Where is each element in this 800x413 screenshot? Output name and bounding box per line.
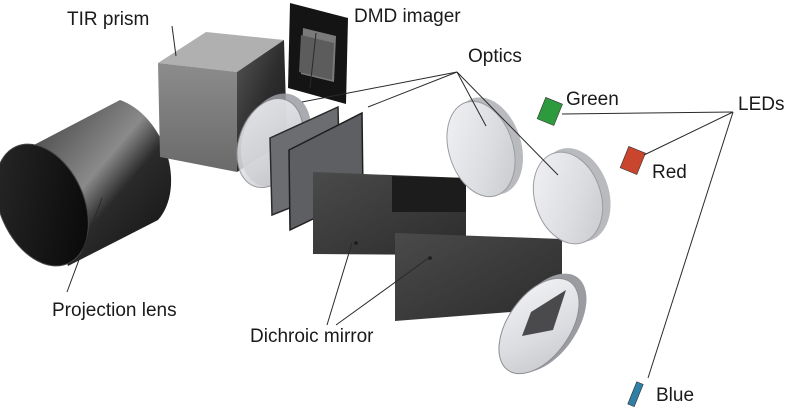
- optics-lens-blue: [498, 273, 587, 375]
- optics-label: Optics: [468, 46, 522, 67]
- green-led-label: Green: [566, 89, 619, 110]
- dmd-imager: [288, 3, 348, 104]
- blue-led-label: Blue: [656, 385, 694, 406]
- projection-lens-label: Projection lens: [52, 300, 177, 321]
- optics-lens-red: [532, 148, 611, 245]
- leds-label: LEDs: [738, 94, 784, 115]
- green-led: [536, 97, 563, 126]
- leader-lines: [66, 25, 734, 379]
- dmd-imager-label: DMD imager: [354, 6, 461, 27]
- tir-prism-label: TIR prism: [67, 9, 149, 30]
- red-led-label: Red: [652, 162, 687, 183]
- red-led: [619, 146, 646, 175]
- blue-led: [627, 381, 644, 408]
- projection-lens: [0, 100, 172, 267]
- dichroic-mirror-label: Dichroic mirror: [250, 326, 374, 347]
